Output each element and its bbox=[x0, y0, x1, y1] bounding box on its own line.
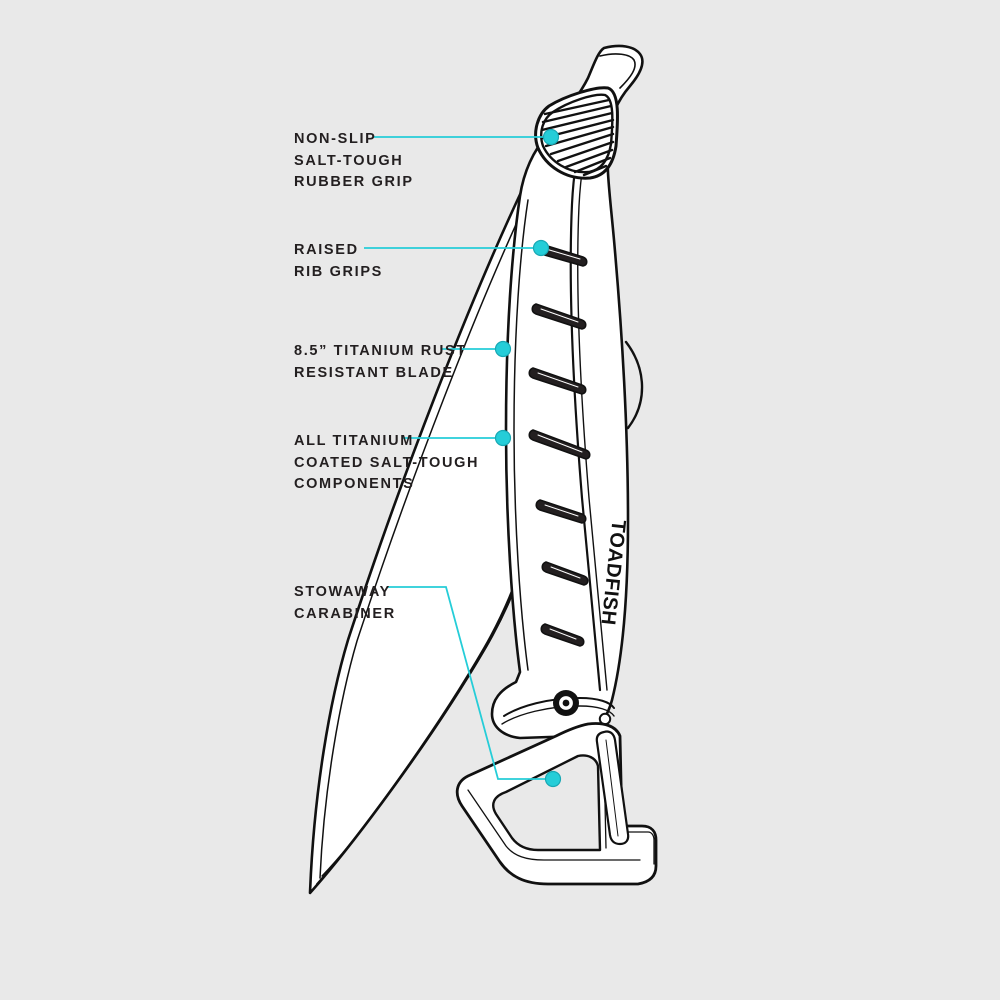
handle-back-groove bbox=[624, 340, 644, 430]
leader-dot-non-slip-rubber-grip bbox=[542, 128, 560, 146]
pivot-screw bbox=[553, 690, 579, 716]
callout-line: 8.5” TITANIUM RUST bbox=[294, 343, 467, 359]
callout-stowaway-carabiner: STOWAWAY CARABINER bbox=[294, 582, 396, 625]
callout-line: RUBBER GRIP bbox=[294, 174, 414, 190]
rib-grip bbox=[541, 561, 589, 586]
leader-dot-stowaway-carabiner bbox=[544, 770, 562, 788]
carabiner-gate-highlight bbox=[605, 739, 619, 837]
callout-line: COMPONENTS bbox=[294, 476, 415, 492]
carabiner-edge-line bbox=[625, 831, 655, 865]
carabiner-body-highlight bbox=[467, 789, 641, 861]
callout-line: CARABINER bbox=[294, 605, 396, 622]
leader-dot-raised-rib-grips bbox=[532, 239, 550, 257]
handle bbox=[490, 44, 644, 740]
callout-line: RESISTANT BLADE bbox=[294, 364, 454, 381]
callout-line: ALL TITANIUM bbox=[294, 433, 414, 449]
knife-body: TOADFISH bbox=[308, 44, 658, 895]
rib-grip bbox=[540, 623, 585, 647]
callout-line: RAISED bbox=[294, 242, 359, 258]
carabiner-gate-bar bbox=[595, 730, 630, 846]
callout-all-titanium-coated-components: ALL TITANIUM COATED SALT-TOUGH COMPONENTS bbox=[294, 431, 479, 496]
rubber-grip-ribs bbox=[540, 98, 615, 177]
callout-line: SALT-TOUGH bbox=[294, 152, 404, 169]
callout-titanium-rust-resistant-blade: 8.5” TITANIUM RUST RESISTANT BLADE bbox=[294, 341, 467, 384]
callout-line: STOWAWAY bbox=[294, 584, 391, 600]
callout-non-slip-rubber-grip: NON-SLIP SALT-TOUGH RUBBER GRIP bbox=[294, 129, 414, 194]
rubber-grip-pad bbox=[534, 86, 619, 180]
callout-line: RIB GRIPS bbox=[294, 263, 383, 280]
rib-grip-group bbox=[528, 243, 591, 647]
callout-raised-rib-grips: RAISED RIB GRIPS bbox=[294, 240, 383, 283]
handle-scale-edge bbox=[513, 199, 529, 671]
rubber-grip-pad-inner bbox=[539, 93, 614, 174]
carabiner-inner-cutout bbox=[492, 754, 602, 852]
handle-butt-plate-2 bbox=[501, 705, 615, 725]
stowaway-carabiner bbox=[455, 722, 658, 886]
rib-grip bbox=[528, 367, 587, 395]
leader-line-stowaway-carabiner bbox=[387, 586, 547, 780]
pommel-inner-line bbox=[599, 53, 636, 89]
rib-grip bbox=[531, 303, 587, 330]
callout-line: NON-SLIP bbox=[294, 131, 377, 147]
callout-line: COATED SALT-TOUGH bbox=[294, 454, 480, 471]
callout-leaders bbox=[364, 128, 562, 788]
rib-grip bbox=[535, 499, 587, 524]
leader-dot-all-titanium-coated-components bbox=[494, 429, 512, 447]
leader-dot-titanium-rust-resistant-blade bbox=[494, 340, 512, 358]
rib-grip bbox=[528, 429, 591, 460]
handle-butt-plate bbox=[503, 697, 615, 717]
blade-spine-line bbox=[319, 191, 532, 879]
